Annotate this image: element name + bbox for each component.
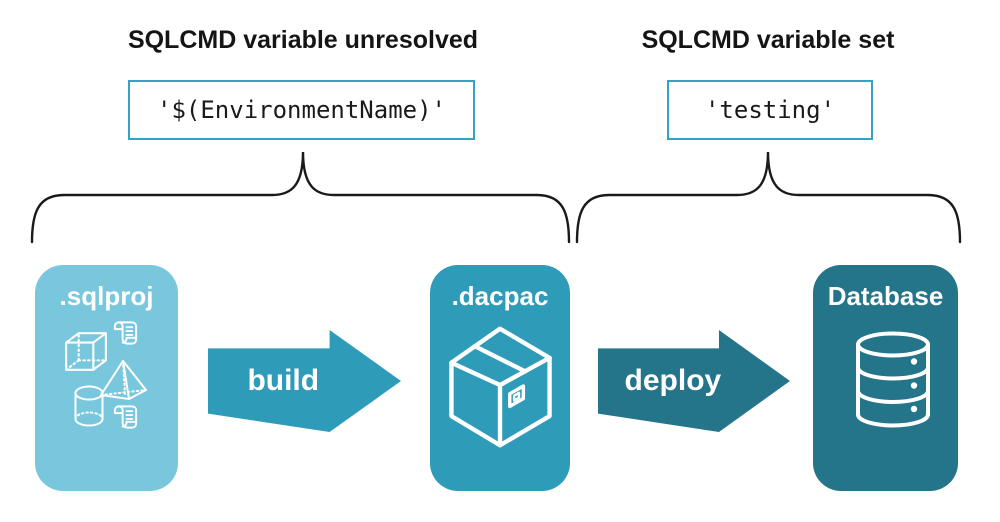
node-database: Database bbox=[813, 265, 958, 491]
build-arrow-label: build bbox=[247, 364, 320, 397]
script-scroll-icon bbox=[113, 405, 138, 429]
deploy-arrow-label: deploy bbox=[624, 364, 722, 397]
pyramid-icon bbox=[100, 360, 147, 400]
heading-sqlcmd-unresolved: SQLCMD variable unresolved bbox=[127, 26, 479, 54]
database-icon bbox=[856, 331, 930, 428]
package-icon bbox=[449, 326, 552, 448]
code-box-unresolved: '$(EnvironmentName)' bbox=[128, 80, 475, 140]
deploy-arrow: deploy bbox=[598, 330, 790, 432]
node-sqlproj-label: .sqlproj bbox=[59, 281, 154, 311]
node-dacpac: .dacpac bbox=[430, 265, 570, 491]
node-dacpac-label: .dacpac bbox=[451, 281, 549, 311]
code-text-unresolved: '$(EnvironmentName)' bbox=[157, 96, 446, 124]
code-text-resolved: 'testing' bbox=[704, 96, 836, 124]
cylinder-icon bbox=[74, 385, 104, 427]
heading-sqlcmd-set: SQLCMD variable set bbox=[641, 26, 895, 54]
cube-icon bbox=[65, 332, 107, 371]
brace-group bbox=[30, 151, 962, 244]
script-scroll-icon bbox=[113, 321, 138, 345]
right-brace bbox=[575, 151, 962, 244]
node-database-label: Database bbox=[827, 281, 944, 311]
left-brace bbox=[30, 151, 571, 244]
build-arrow: build bbox=[208, 330, 401, 432]
node-sqlproj: .sqlproj bbox=[35, 265, 178, 491]
code-box-resolved: 'testing' bbox=[667, 80, 873, 140]
